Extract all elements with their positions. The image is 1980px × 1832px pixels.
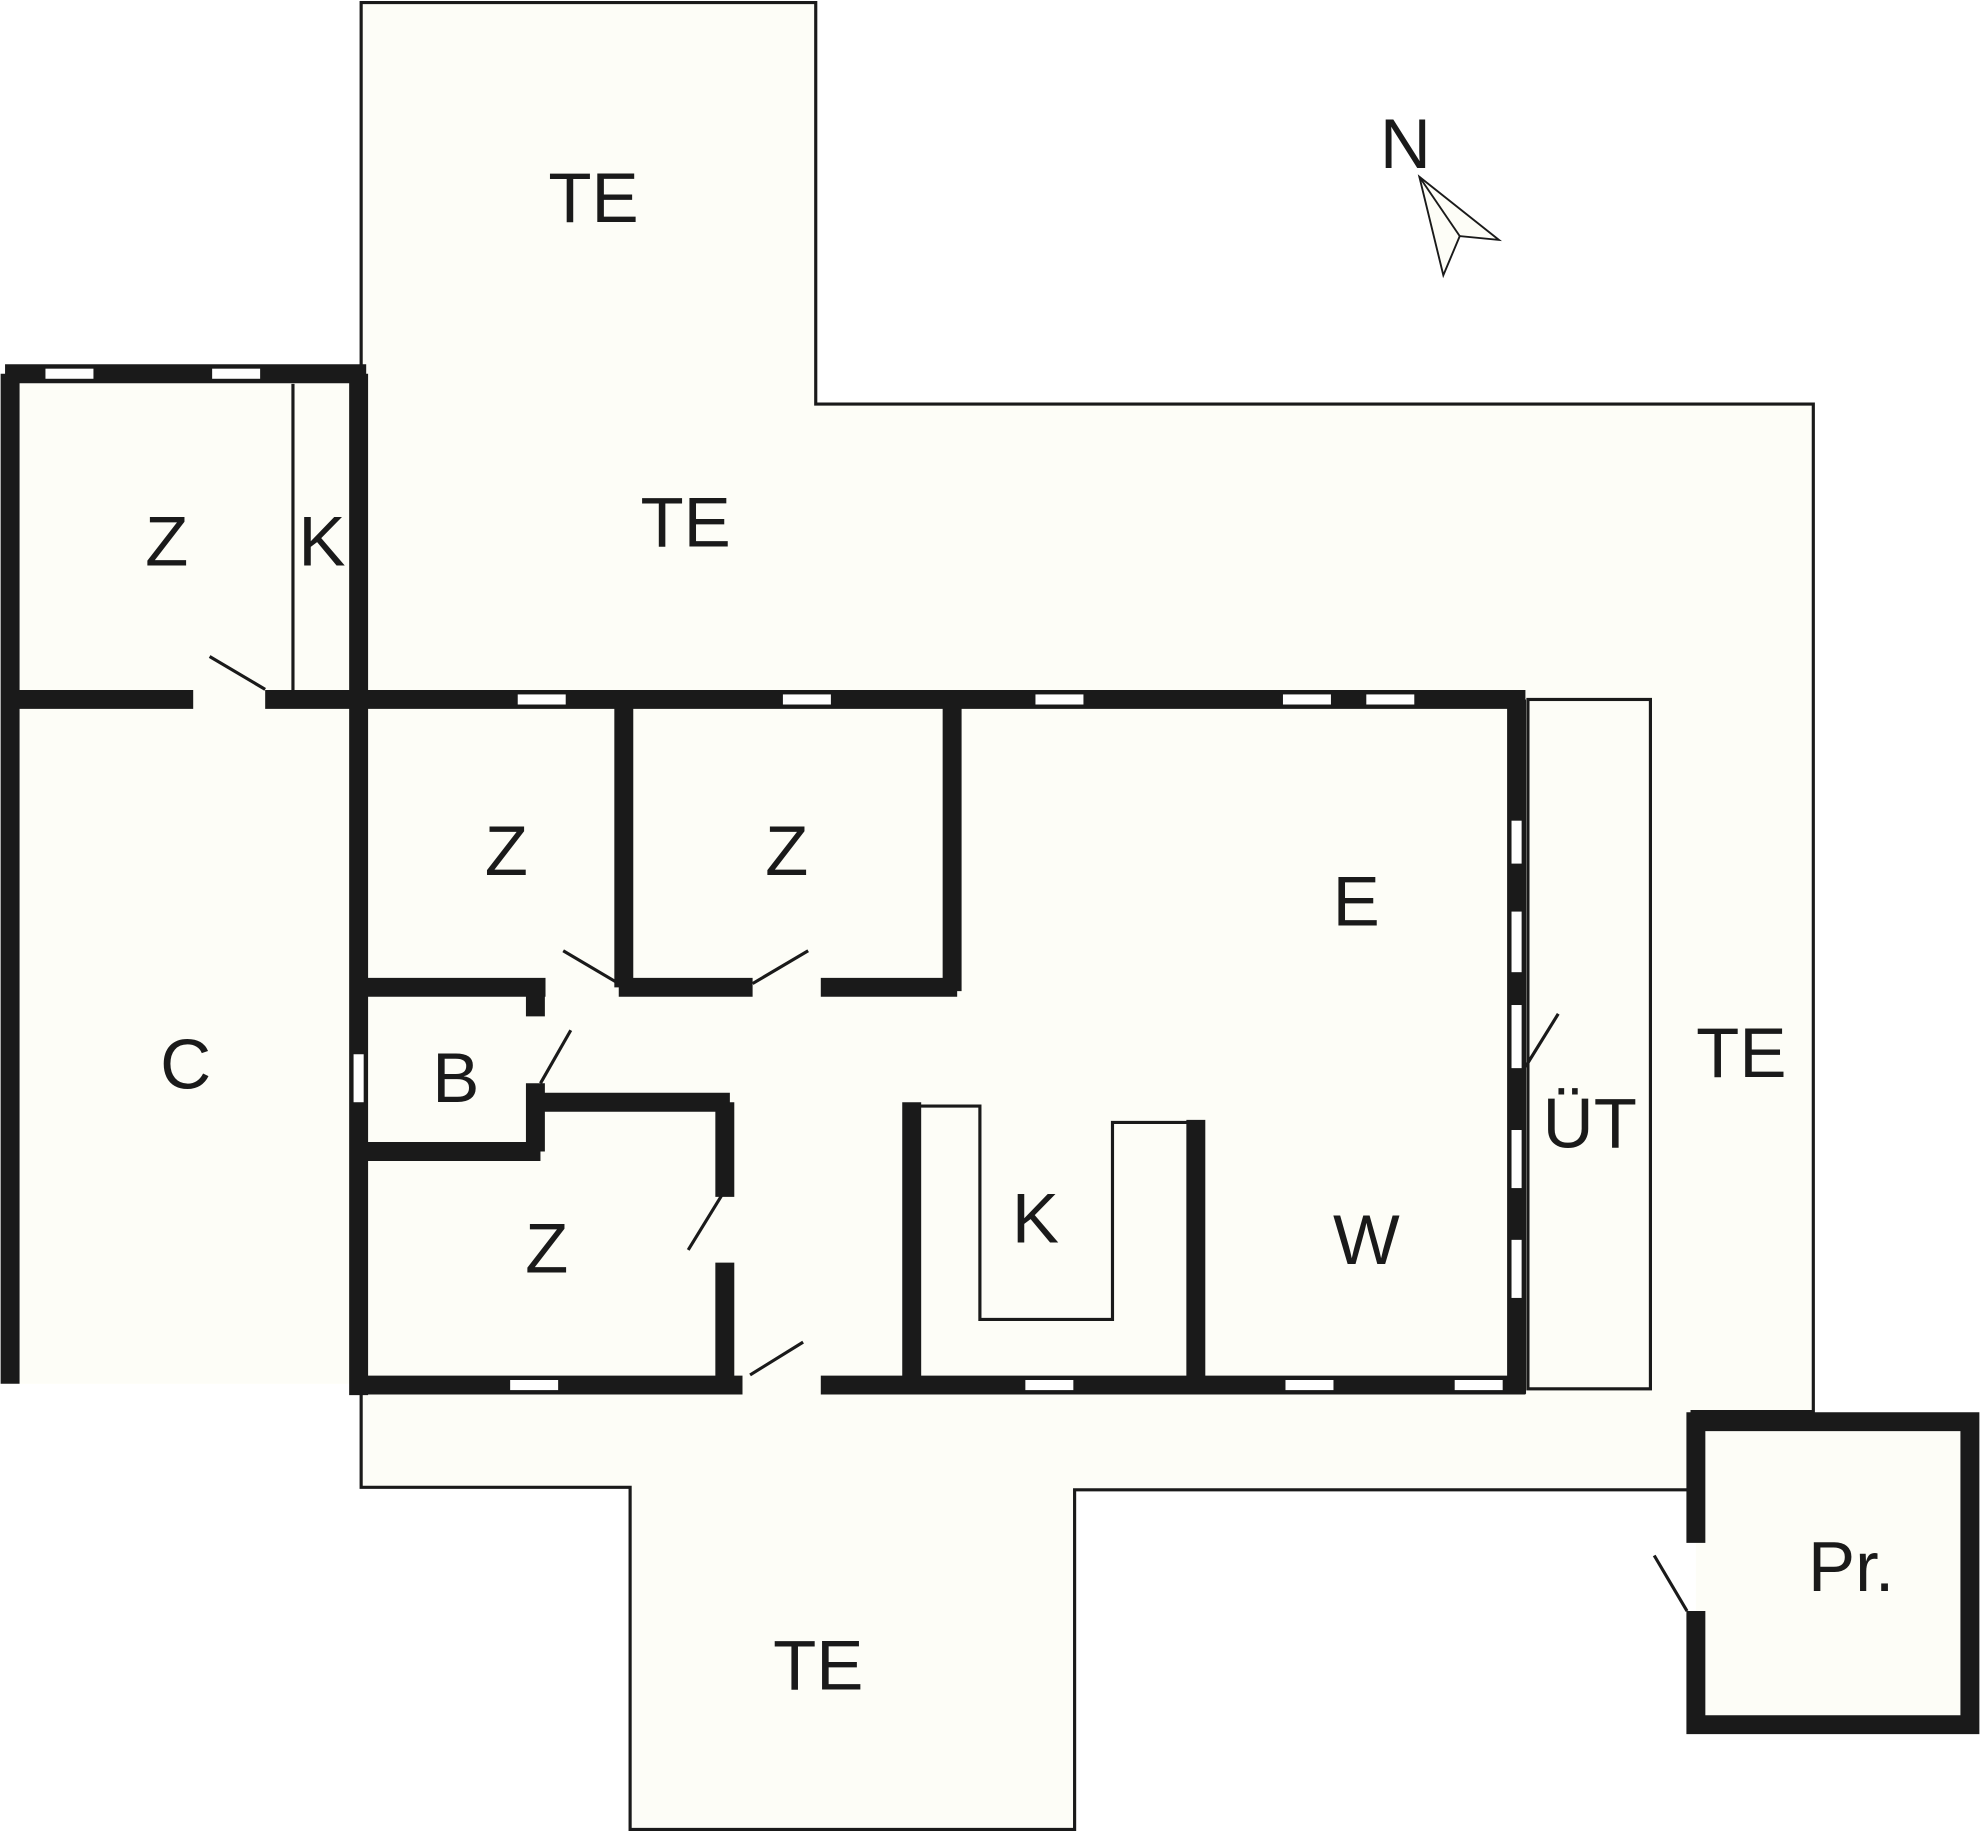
north-arrow-icon [1417, 174, 1502, 279]
door-swing [208, 655, 266, 691]
utility-room-outline [1526, 697, 1652, 1391]
room-label-utility: ÜT [1543, 1084, 1637, 1163]
room-label-terrace-bottom: TE [773, 1625, 863, 1704]
compass: N [1380, 104, 1502, 279]
room-label-terrace-mid: TE [641, 483, 731, 562]
room-label-bedroom-annex: Z [145, 502, 188, 581]
room-label-bedroom-2: Z [765, 811, 808, 890]
room-label-dining: W [1333, 1200, 1400, 1279]
room-label-bedroom-1: Z [485, 811, 528, 890]
room-label-shed: Pr. [1808, 1527, 1894, 1606]
room-label-carport: C [160, 1024, 211, 1103]
shed [1652, 1412, 1980, 1735]
compass-label: N [1380, 104, 1431, 183]
room-label-bathroom: B [432, 1038, 479, 1117]
room-label-terrace-right: TE [1696, 1013, 1786, 1092]
annex-walls [0, 364, 369, 1396]
room-label-kitchen: K [1012, 1178, 1059, 1257]
room-label-bedroom-3: Z [525, 1209, 568, 1288]
room-label-terrace-top: TE [548, 158, 638, 237]
terrace-area [10, 0, 1970, 1832]
room-label-kitchen-annex: K [298, 502, 345, 581]
room-label-living: E [1333, 861, 1380, 940]
main-walls [358, 689, 1652, 1395]
room-labels: TE TE TE TE Z K C Z Z Z B E K W ÜT Pr. [145, 158, 1894, 1704]
